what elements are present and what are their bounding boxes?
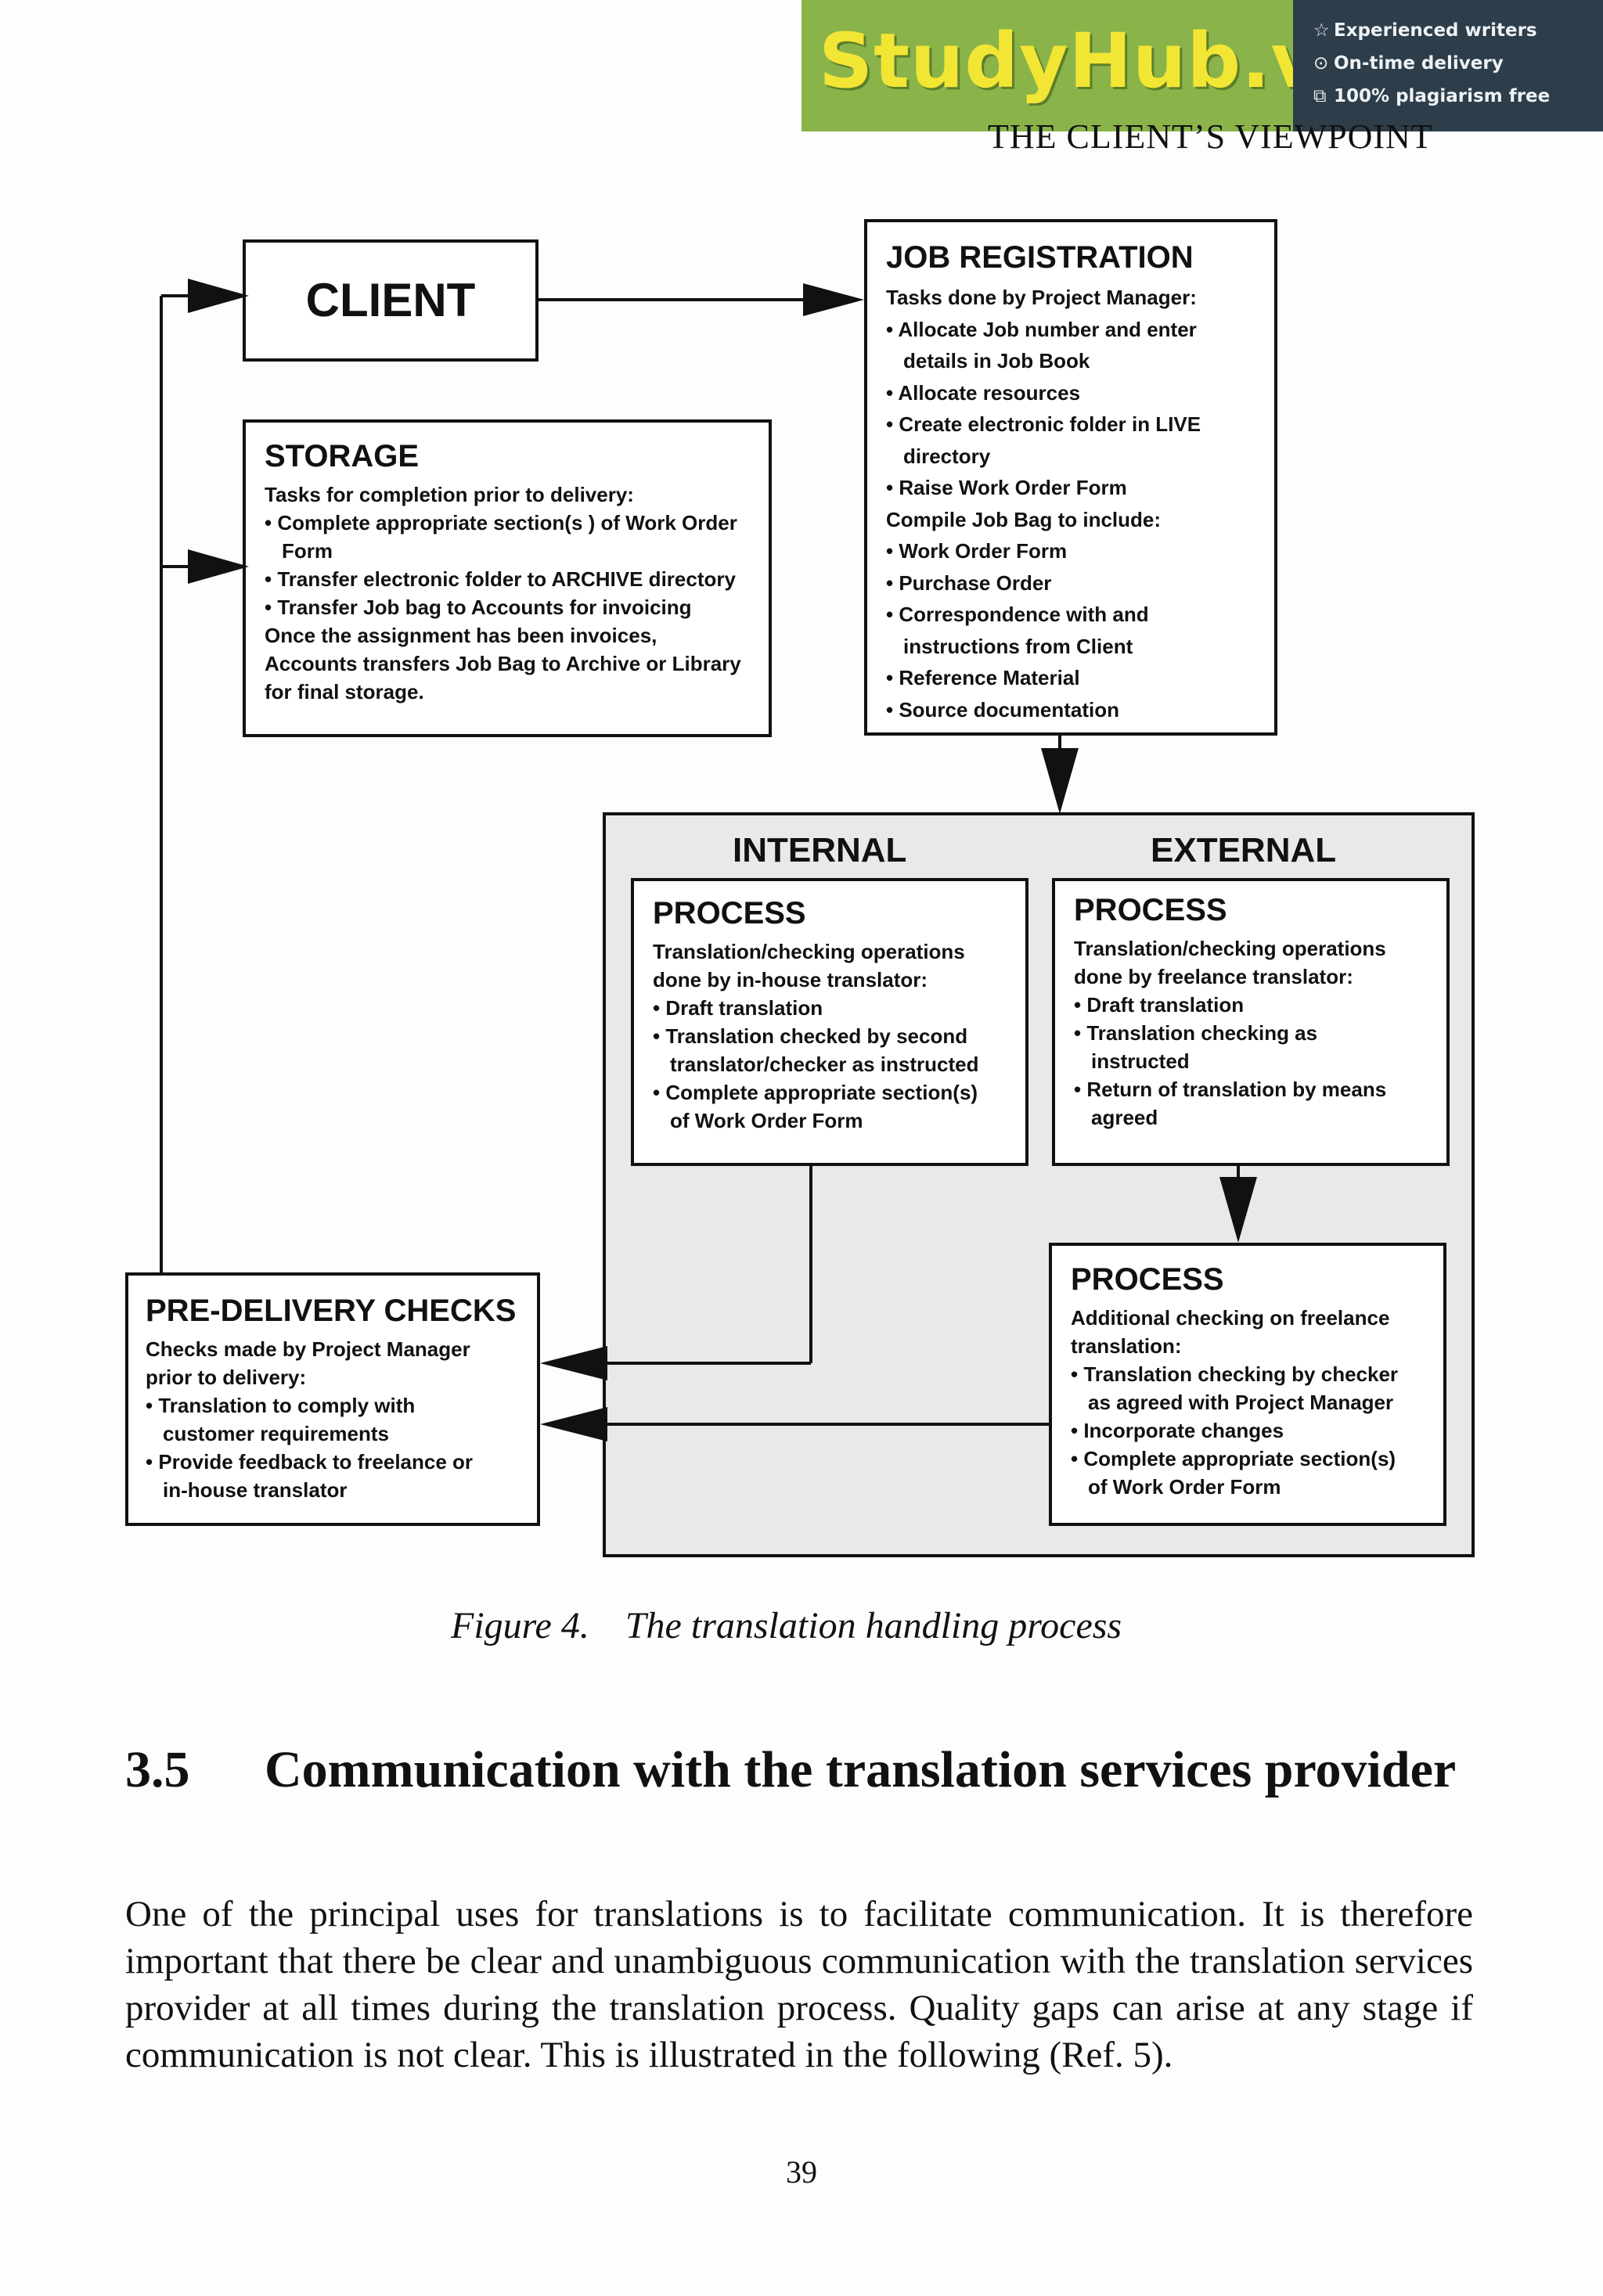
internal-label: INTERNAL [733,831,907,869]
pre-delivery-list: Checks made by Project Manager prior to d… [146,1335,537,1504]
external-process-box: PROCESS Translation/checking operations d… [1052,878,1450,1166]
additional-process-title: PROCESS [1071,1262,1224,1297]
bullet-item: • Transfer Job bag to Accounts for invoi… [265,596,692,619]
figure-number: Figure 4. [451,1605,589,1646]
text-line: Translation/checking operations [1074,937,1386,960]
internal-process-title: PROCESS [653,896,806,930]
storage-list: Tasks for completion prior to delivery: •… [265,480,769,706]
external-label: EXTERNAL [1151,831,1337,869]
bullet-item: • Correspondence with and [886,603,1149,626]
bullet-continuation: directory [903,444,991,468]
bullet-continuation: as agreed with Project Manager [1088,1391,1394,1414]
internal-process-list: Translation/checking operations done by i… [653,937,1025,1135]
bullet-item: • Raise Work Order Form [886,476,1127,499]
text-line: Tasks done by Project Manager: [886,286,1197,309]
bullet-item: • Create electronic folder in LIVE [886,412,1201,436]
star-outline-icon: ☆ [1313,20,1330,41]
text-line: Translation/checking operations [653,940,965,963]
text-line: translation: [1071,1334,1182,1358]
text-line: prior to delivery: [146,1366,307,1389]
bullet-continuation: instructed [1091,1049,1190,1073]
promo-line-delivery: On-time delivery [1334,53,1504,74]
bullet-continuation: customer requirements [163,1422,389,1445]
bullet-item: • Translation checked by second [653,1024,968,1048]
bullet-item: • Complete appropriate section(s) [653,1081,978,1104]
additional-process-list: Additional checking on freelance translat… [1071,1304,1443,1501]
pre-delivery-title: PRE-DELIVERY CHECKS [146,1294,517,1328]
bullet-item: • Work Order Form [886,539,1068,563]
bullet-continuation: of Work Order Form [670,1109,863,1132]
section-number: 3.5 [125,1741,190,1798]
text-line: done by freelance translator: [1074,965,1353,988]
bullet-continuation: of Work Order Form [1088,1475,1281,1499]
copy-icon: ⧉ [1313,86,1327,106]
running-head: THE CLIENT’S VIEWPOINT [988,117,1433,156]
pre-delivery-checks-box: PRE-DELIVERY CHECKS Checks made by Proje… [125,1272,540,1526]
job-registration-box: JOB REGISTRATION Tasks done by Project M… [864,219,1277,736]
job-registration-list: Tasks done by Project Manager: • Allocate… [886,282,1274,725]
figure-caption: Figure 4. The translation handling proces… [451,1604,1122,1647]
text-line: done by in-house translator: [653,968,928,991]
arrowhead-to-process-group [1041,748,1079,814]
bullet-item: • Provide feedback to freelance or [146,1450,474,1474]
bullet-item: • Return of translation by means [1074,1078,1387,1101]
storage-box: STORAGE Tasks for completion prior to de… [243,419,772,737]
bullet-item: • Reference Material [886,666,1080,689]
text-line: for final storage. [265,680,424,704]
watermark-banner: StudyHub.vip ☆ Experienced writers ⊙ On-… [802,0,1603,131]
bullet-item: • Purchase Order [886,570,1052,595]
bullet-item: • Translation checking by checker [1071,1362,1399,1386]
arrowhead-int-to-predelivery [540,1346,607,1380]
bullet-item: • Translation to comply with [146,1394,416,1417]
internal-process-box: PROCESS Translation/checking operations d… [631,878,1028,1166]
client-title: CLIENT [305,274,476,326]
promo-line-plagiarism: 100% plagiarism free [1334,86,1551,106]
text-line: Compile Job Bag to include: [886,507,1162,531]
bullet-item: • Allocate Job number and enter [886,317,1197,341]
promo-panel: ☆ Experienced writers ⊙ On-time delivery… [1293,0,1603,131]
external-process-list: Translation/checking operations done by f… [1074,934,1446,1132]
page-number: 39 [786,2154,817,2190]
bullet-item: • Draft translation [653,996,823,1020]
storage-title: STORAGE [265,439,420,473]
bullet-item: • Incorporate changes [1071,1419,1284,1442]
text-line: Tasks for completion prior to delivery: [265,483,634,506]
bullet-item: • Complete appropriate section(s) [1071,1447,1396,1470]
client-box: CLIENT [243,239,539,362]
bullet-continuation: translator/checker as instructed [670,1053,979,1076]
bullet-item: • Transfer electronic folder to ARCHIVE … [265,567,736,591]
text-line: Once the assignment has been invoices, [265,624,657,647]
bullet-item: • Complete appropriate section(s ) of Wo… [265,511,737,534]
additional-process-box: PROCESS Additional checking on freelance… [1049,1243,1446,1526]
text-line: Accounts transfers Job Bag to Archive or… [265,652,741,675]
figure-caption-text: The translation handling process [625,1605,1122,1646]
text-line: Additional checking on freelance [1071,1306,1390,1330]
bullet-continuation: instructions from Client [903,634,1133,658]
bullet-item: • Translation checking as [1074,1021,1318,1045]
bullet-item: • Allocate resources [886,380,1081,405]
promo-line-writers: Experienced writers [1334,20,1537,41]
bullet-continuation: agreed [1091,1106,1158,1129]
clock-icon: ⊙ [1313,53,1329,74]
bullet-continuation: details in Job Book [903,349,1090,372]
bullet-item: • Source documentation [886,697,1120,722]
job-registration-title: JOB REGISTRATION [886,240,1194,275]
bullet-item: • Draft translation [1074,993,1245,1017]
arrowhead-add-to-predelivery [540,1407,607,1441]
external-process-title: PROCESS [1074,893,1227,927]
arrowhead-to-job [803,283,864,316]
arrowhead-to-storage [188,549,249,584]
section-title: Communication with the translation servi… [265,1741,1457,1798]
bullet-continuation: Form [282,539,333,563]
brand-logo-area: StudyHub.vip [802,0,1401,131]
text-line: Checks made by Project Manager [146,1337,470,1361]
body-paragraph: One of the principal uses for translatio… [125,1894,1473,2075]
bullet-continuation: in-house translator [163,1478,348,1502]
arrowhead-to-client [188,279,249,313]
